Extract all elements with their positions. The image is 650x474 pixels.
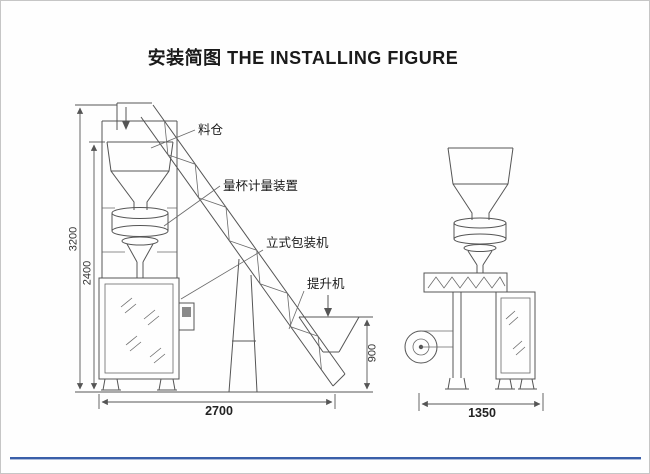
dim-3200: 3200 [68, 227, 80, 251]
control-screen [182, 307, 191, 317]
down-arrow-icon [122, 121, 130, 130]
dim-2700: 2700 [205, 404, 233, 418]
dim-1350: 1350 [468, 406, 496, 420]
measuring-device-side [453, 217, 507, 273]
control-panel [178, 302, 195, 331]
packer-body-side [495, 291, 537, 390]
elevator-head [116, 102, 152, 130]
elevator-support-leg [228, 258, 258, 393]
dimension-machine-height: 2400 [82, 141, 105, 390]
right-machine [404, 147, 537, 390]
down-arrow-icon [324, 308, 332, 317]
support-column [445, 292, 469, 390]
dimension-floor-span: 2700 [98, 394, 336, 418]
film-roll [404, 330, 453, 364]
vertical-packer-label: 立式包装机 [266, 235, 329, 250]
measuring-device-front [111, 207, 169, 278]
hopper-label: 料仓 [198, 123, 224, 137]
dim-900: 900 [367, 344, 379, 362]
glass-reflection-marks [505, 310, 526, 356]
callout-measuring-device: 量杯计量装置 [163, 179, 298, 227]
dimension-side-width: 1350 [418, 393, 544, 420]
dimension-feed-hopper-height: 900 [353, 316, 379, 393]
callout-vertical-packer: 立式包装机 [180, 235, 329, 300]
callout-elevator: 提升机 [288, 276, 345, 330]
elevator-label: 提升机 [307, 276, 345, 291]
packer-legs [101, 378, 177, 391]
packer-body-front [98, 277, 195, 380]
bottom-accent-rule [10, 457, 641, 460]
left-machine [98, 120, 195, 391]
elevator-beam [140, 104, 346, 387]
machine-frame [101, 120, 178, 278]
hopper-side [447, 147, 514, 220]
dim-2400: 2400 [82, 261, 94, 285]
elevator-feed-hopper [298, 295, 360, 353]
hopper-front [106, 141, 174, 210]
glass-reflection-marks [120, 297, 166, 364]
page-title: 安装简图 THE INSTALLING FIGURE [148, 47, 459, 68]
dimension-total-height: 3200 [68, 104, 117, 393]
measuring-device-label: 量杯计量装置 [223, 179, 298, 193]
inclined-elevator [95, 102, 360, 393]
vibrating-tray [423, 272, 508, 293]
callout-hopper: 料仓 [150, 123, 224, 149]
